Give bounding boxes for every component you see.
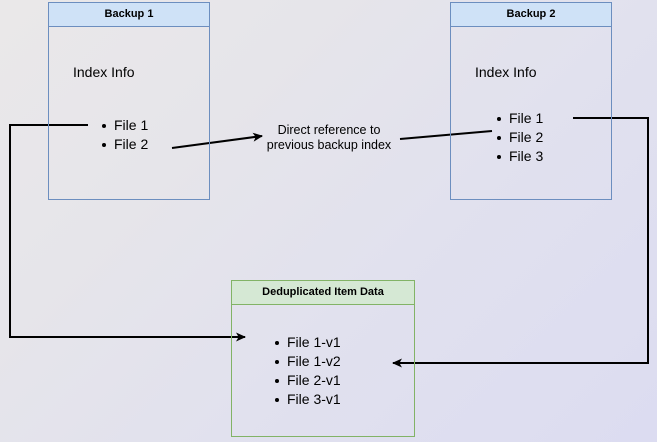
edge-backup2-file2-to-backup1-file2 [171,130,493,149]
list-item: File 2-v1 [274,371,341,390]
backup-2-index-info-label: Index Info [475,64,537,80]
list-item: File 1 [101,116,148,135]
list-item: File 1-v1 [274,333,341,352]
edge-backup1-file1-to-dedup-file1v1 [9,124,246,342]
node-backup-1[interactable]: Backup 1 Index Info File 1 File 2 [48,2,210,200]
list-item: File 1-v2 [274,352,341,371]
node-deduplicated-item-data-title: Deduplicated Item Data [232,281,414,305]
list-item: File 2 [101,135,148,154]
list-item: File 1 [496,109,543,128]
backup-1-file-list: File 1 File 2 [101,116,148,154]
node-backup-2-title: Backup 2 [451,3,611,27]
backup-1-index-info-label: Index Info [73,64,135,80]
backup-2-file-list: File 1 File 2 File 3 [496,109,543,166]
list-item: File 3-v1 [274,390,341,409]
node-backup-2[interactable]: Backup 2 Index Info File 1 File 2 File 3 [450,2,612,200]
node-deduplicated-item-data[interactable]: Deduplicated Item Data File 1-v1 File 1-… [231,280,415,437]
list-item: File 2 [496,128,543,147]
edge-backup2-file1-to-dedup-file1v2 [392,117,649,368]
edge-label-direct-reference: Direct reference to previous backup inde… [266,123,392,152]
node-backup-1-title: Backup 1 [49,3,209,27]
dedup-file-list: File 1-v1 File 1-v2 File 2-v1 File 3-v1 [274,333,341,409]
list-item: File 3 [496,147,543,166]
